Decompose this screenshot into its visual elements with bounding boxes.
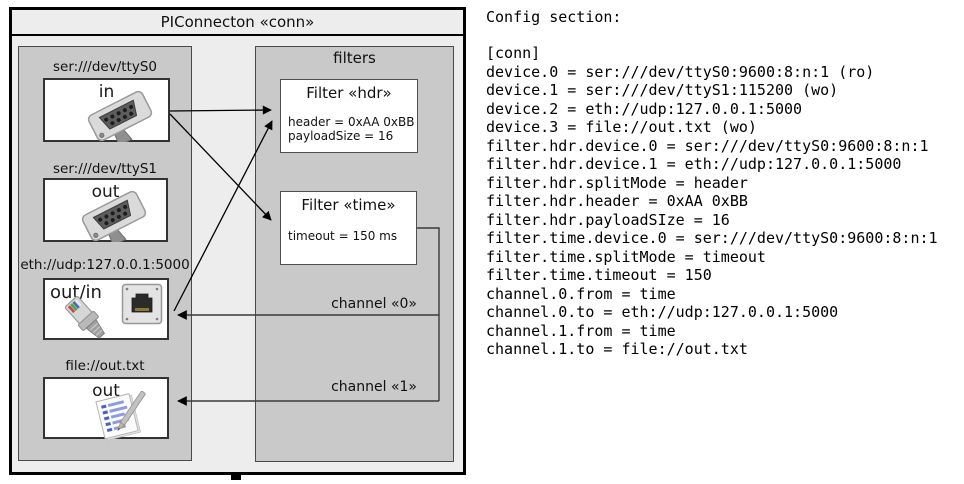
config-line: device.0 = ser:///dev/ttyS0:9600:8:n:1 (…	[486, 62, 875, 81]
device-label-file: file://out.txt	[65, 358, 145, 374]
config-line: filter.time.timeout = 150	[486, 266, 712, 284]
filter-hdr-box: Filter «hdr» header = 0xAA 0xBB payloadS…	[280, 79, 418, 153]
devices-panel: ser:///dev/ttyS0 in	[18, 46, 192, 461]
config-line: filter.time.splitMode = timeout	[486, 247, 766, 266]
device-direction: in	[98, 82, 115, 102]
device-label-ttys0: ser:///dev/ttyS0	[53, 59, 157, 75]
config-line: channel.0.from = time	[486, 284, 676, 303]
device-label-ttys1: ser:///dev/ttyS1	[53, 161, 157, 177]
config-line: filter.time.device.0 = ser:///dev/ttyS0:…	[486, 229, 938, 247]
config-line: filter.hdr.device.0 = ser:///dev/ttyS0:9…	[486, 136, 929, 155]
filter-time-prop-timeout: timeout = 150 ms	[288, 229, 398, 243]
device-direction: out	[92, 381, 120, 401]
filters-panel-title: filters	[333, 49, 376, 67]
connector-outer-box: PIConnecton «conn» ser:///dev/ttyS0 in	[9, 7, 466, 475]
config-line: filter.hdr.header = 0xAA 0xBB	[486, 192, 748, 210]
config-line: filter.hdr.payloadSIze = 16	[486, 210, 730, 229]
filter-hdr-prop-header: header = 0xAA 0xBB	[288, 115, 415, 129]
ethernet-plug-icon	[53, 294, 119, 348]
filters-panel: filters Filter «hdr» header = 0xAA 0xBB …	[255, 46, 454, 462]
filter-time-title: Filter «time»	[301, 196, 396, 214]
device-direction: out	[91, 182, 120, 202]
device-label-eth: eth://udp:127.0.0.1:5000	[20, 257, 190, 273]
device-box-ttys1: out	[43, 178, 168, 247]
device-box-ttys0: in	[43, 78, 170, 147]
filter-time-box: Filter «time» timeout = 150 ms	[280, 191, 417, 265]
connector-title: PIConnecton «conn»	[160, 13, 315, 31]
notepad-icon	[87, 391, 149, 445]
config-line: channel.0.to = eth://udp:127.0.0.1:5000	[486, 303, 839, 321]
channel-0-label: channel «0»	[331, 296, 417, 312]
device-box-file: out	[43, 377, 169, 441]
config-lines: [conn] device.0 = ser:///dev/ttyS0:9600:…	[486, 44, 964, 359]
device-direction: out/in	[50, 282, 102, 303]
serial-connector-icon	[73, 190, 155, 247]
config-heading: Config section:	[486, 8, 622, 26]
config-line: device.2 = eth://udp:127.0.0.1:5000	[486, 99, 803, 118]
title-separator	[9, 34, 466, 36]
filter-hdr-prop-payload: payloadSize = 16	[288, 129, 394, 143]
config-line: [conn]	[486, 44, 541, 62]
config-line: device.3 = file://out.txt (wo)	[486, 118, 757, 136]
config-line: channel.1.from = time	[486, 321, 676, 340]
filter-hdr-title: Filter «hdr»	[306, 84, 392, 102]
bottom-tick-mark	[231, 475, 241, 480]
serial-connector-icon	[79, 90, 161, 147]
ethernet-jack-icon	[121, 283, 163, 329]
config-line: filter.hdr.splitMode = header	[486, 173, 748, 192]
device-box-eth: out/in	[43, 278, 169, 340]
config-line: filter.hdr.device.1 = eth://udp:127.0.0.…	[486, 155, 902, 173]
channel-1-label: channel «1»	[331, 379, 417, 395]
config-line: channel.1.to = file://out.txt	[486, 340, 748, 358]
config-line: device.1 = ser:///dev/ttyS1:115200 (wo)	[486, 81, 839, 99]
